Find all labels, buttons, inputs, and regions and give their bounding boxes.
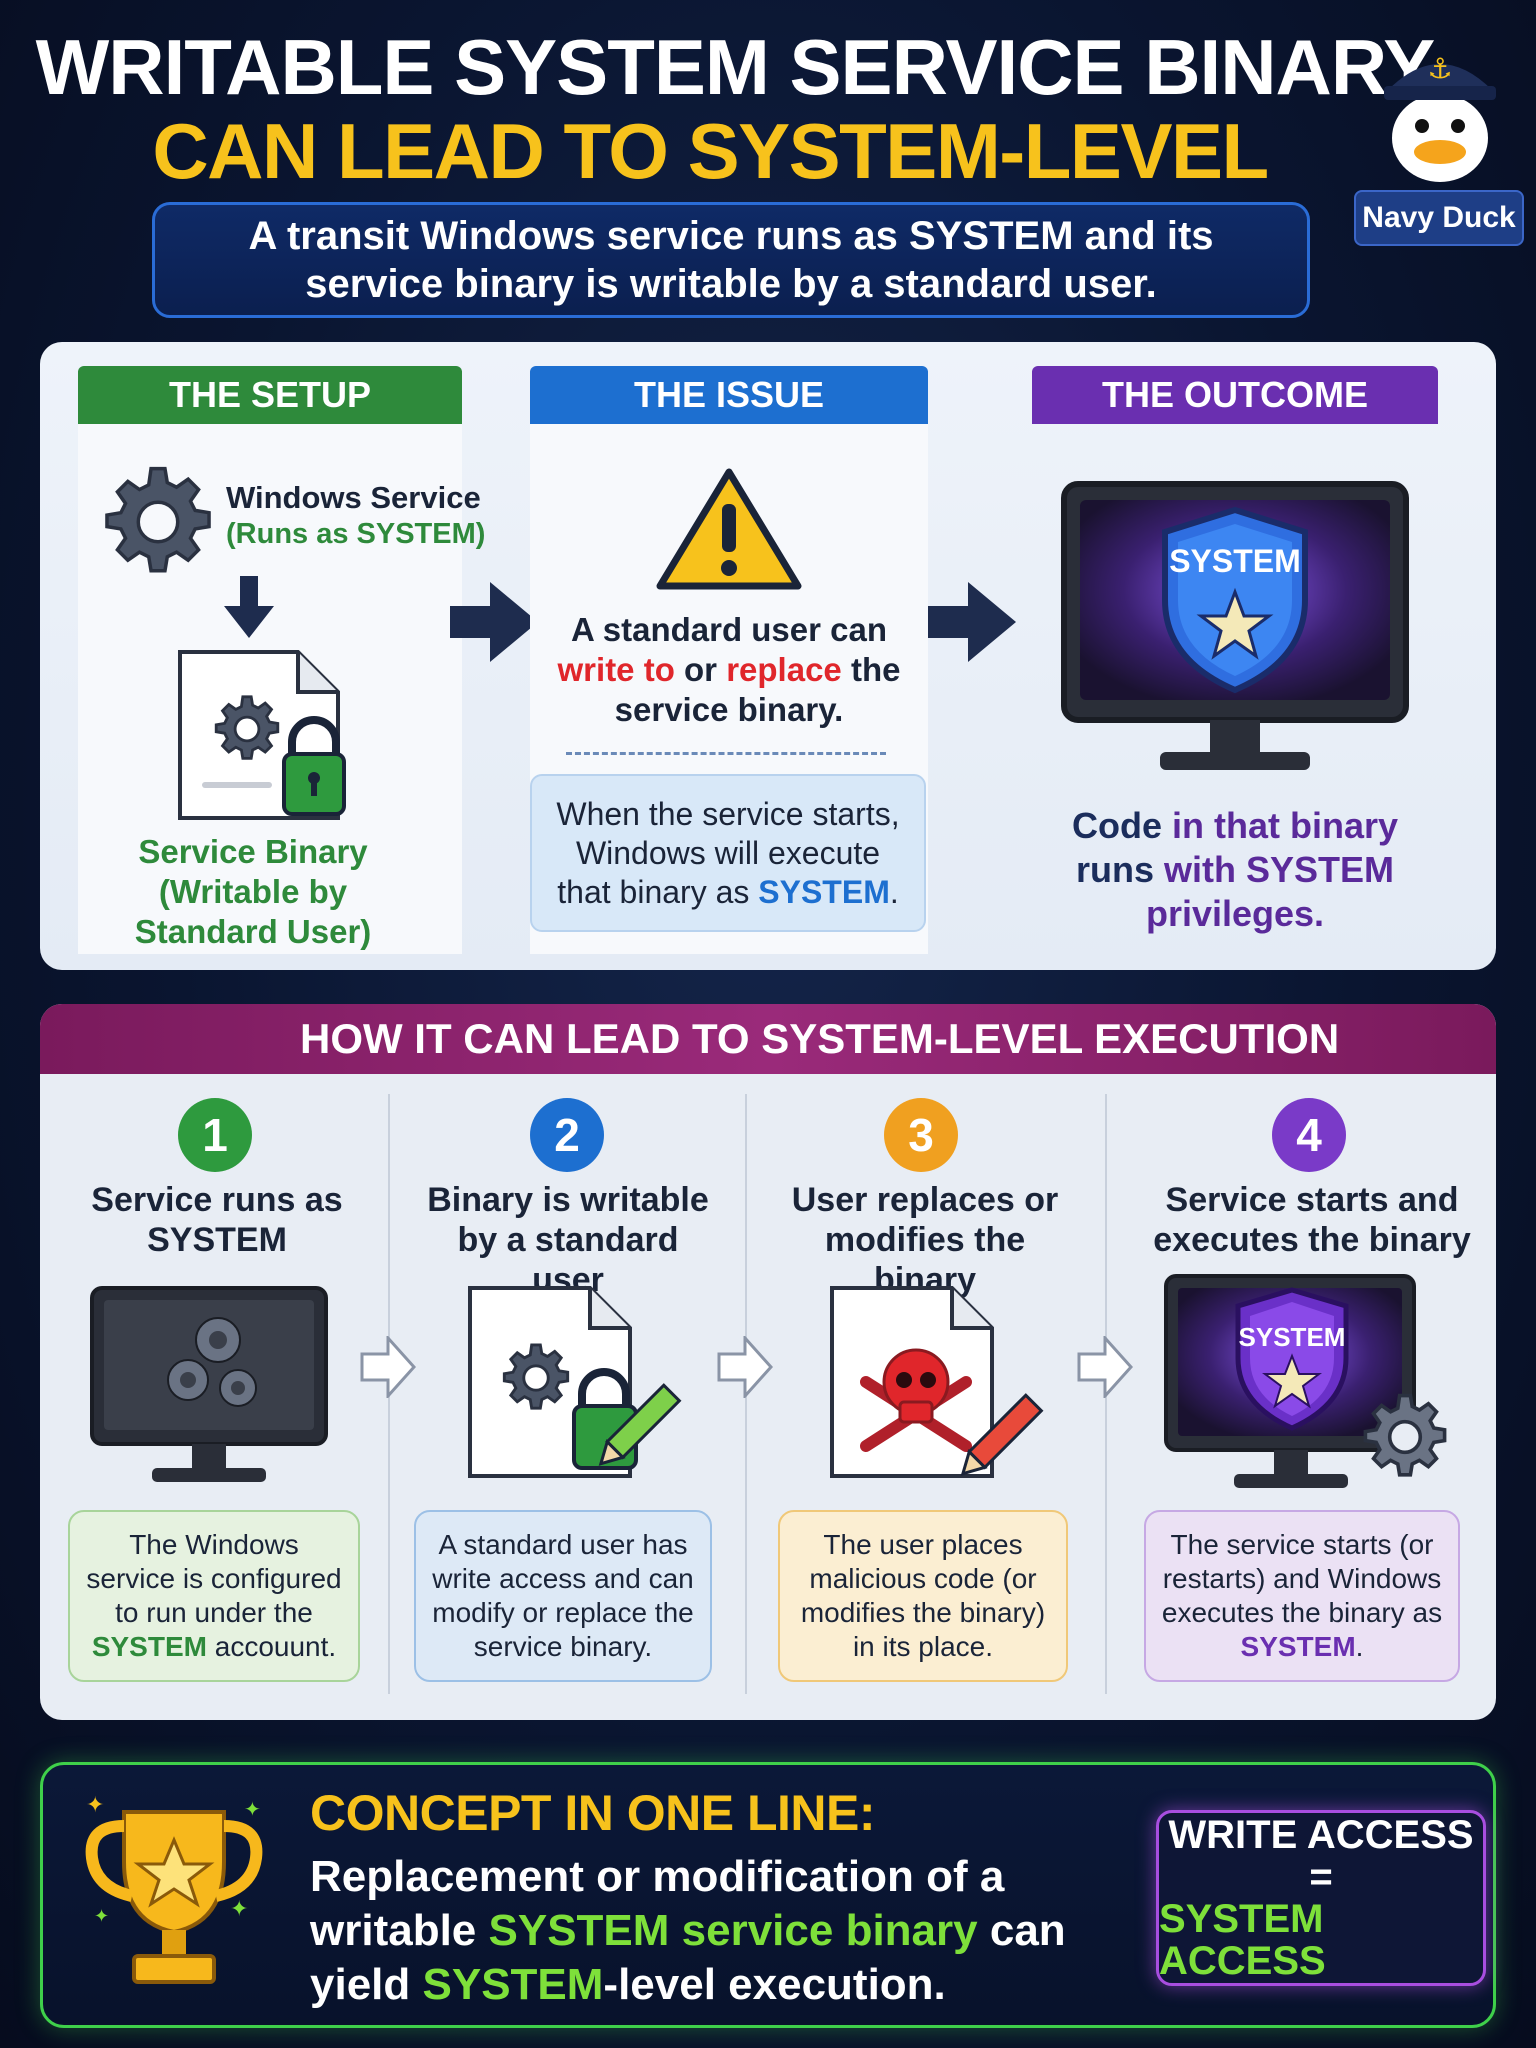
issue-text: A standard user can write to or replace … bbox=[540, 610, 918, 730]
monitor-gears-icon bbox=[90, 1286, 328, 1482]
outcome-text-code: Code bbox=[1071, 805, 1162, 846]
issue-text-a: A standard user can bbox=[570, 611, 888, 648]
outcome-text-with: with bbox=[1153, 849, 1246, 890]
file-lock-pencil-icon bbox=[468, 1286, 682, 1478]
trophy-icon: ✦ ✦ ✦ ✦ bbox=[85, 1793, 263, 1984]
arrow-right-outline-icon bbox=[717, 1336, 773, 1398]
issue-text-or: or bbox=[674, 651, 727, 688]
issue-divider bbox=[566, 752, 886, 755]
concept-text-b: can yield bbox=[310, 1906, 1066, 2009]
issue-note-system: SYSTEM bbox=[758, 873, 890, 910]
step-desc-1: The Windows service is configured to run… bbox=[68, 1510, 360, 1682]
outcome-text-privileges: privileges. bbox=[1145, 893, 1325, 934]
issue-note-end: . bbox=[889, 873, 899, 910]
how-heading: HOW IT CAN LEAD TO SYSTEM-LEVEL EXECUTIO… bbox=[40, 1004, 1496, 1074]
outcome-heading: THE OUTCOME bbox=[1032, 366, 1438, 424]
step-title-1: Service runs as SYSTEM bbox=[91, 1181, 343, 1259]
monitor-shield-icon bbox=[1061, 481, 1409, 770]
gear-icon bbox=[105, 466, 211, 573]
issue-note-text: When the service starts, Windows will ex… bbox=[556, 795, 900, 910]
equation-bottom: SYSTEM ACCESS bbox=[1159, 1897, 1326, 1983]
issue-text-write: write to bbox=[557, 651, 675, 688]
svg-text:⚓: ⚓ bbox=[1427, 52, 1452, 85]
step-number-2: 2 bbox=[530, 1098, 604, 1172]
subtitle-text: A transit Windows service runs as SYSTEM… bbox=[248, 214, 1214, 306]
duck-mascot-icon: ⚓ bbox=[1384, 52, 1496, 182]
warning-icon bbox=[656, 468, 802, 590]
step-desc-3: The user places malicious code (or modif… bbox=[778, 1510, 1068, 1682]
svg-text:✦: ✦ bbox=[230, 1897, 248, 1922]
step4-shield-label: SYSTEM bbox=[1238, 1322, 1346, 1352]
step-desc-4-text: The service starts (or restarts) and Win… bbox=[1161, 1529, 1443, 1628]
svg-text:✦: ✦ bbox=[94, 1906, 109, 1927]
service-sublabel: (Runs as SYSTEM) bbox=[226, 518, 486, 550]
step-number-3: 3 bbox=[884, 1098, 958, 1172]
equation-top: WRITE ACCESS bbox=[1168, 1813, 1474, 1857]
step-title-4: Service starts and executes the binary bbox=[1153, 1181, 1471, 1259]
concept-text-a: Replacement or modification of a writabl… bbox=[310, 1852, 1005, 1955]
step-desc-4-end: . bbox=[1355, 1631, 1364, 1662]
step-desc-2-text: A standard user has write access and can… bbox=[432, 1529, 694, 1662]
equation-equals: = bbox=[1309, 1855, 1333, 1899]
equation-box: WRITE ACCESS = SYSTEM ACCESS bbox=[1156, 1810, 1486, 1986]
file-lock-icon bbox=[178, 650, 346, 820]
issue-heading: THE ISSUE bbox=[530, 366, 928, 424]
step-number-4: 4 bbox=[1272, 1098, 1346, 1172]
step-desc-2: A standard user has write access and can… bbox=[414, 1510, 712, 1682]
binary-label: Service Binary (Writable by Standard Use… bbox=[134, 833, 372, 950]
monitor-shield-gear-icon bbox=[1164, 1274, 1447, 1488]
arrow-right-outline-icon bbox=[360, 1336, 416, 1398]
arrow-right-outline-icon bbox=[1077, 1336, 1133, 1398]
concept-text: Replacement or modification of a writabl… bbox=[310, 1850, 1130, 2012]
outcome-shield-label: SYSTEM bbox=[1169, 543, 1301, 579]
brand-badge: Navy Duck bbox=[1354, 190, 1524, 246]
arrow-down-icon bbox=[224, 576, 274, 638]
step-desc-4: The service starts (or restarts) and Win… bbox=[1144, 1510, 1460, 1682]
arrow-right-icon bbox=[450, 582, 538, 662]
svg-text:✦: ✦ bbox=[86, 1793, 104, 1818]
outcome-text-runs: runs bbox=[1075, 849, 1154, 890]
svg-text:✦: ✦ bbox=[244, 1797, 261, 1821]
setup-heading: THE SETUP bbox=[78, 366, 462, 424]
issue-text-replace: replace bbox=[726, 651, 842, 688]
outcome-text-system: SYSTEM bbox=[1245, 849, 1395, 890]
step-number-1: 1 bbox=[178, 1098, 252, 1172]
page-title-line1: WRITABLE SYSTEM SERVICE BINARY bbox=[35, 23, 1436, 111]
concept-heading: CONCEPT IN ONE LINE: bbox=[310, 1785, 876, 1841]
issue-note: When the service starts, Windows will ex… bbox=[530, 774, 926, 932]
concept-highlight-1: SYSTEM service binary bbox=[488, 1906, 978, 1955]
outcome-text-in: in that binary bbox=[1161, 805, 1399, 846]
arrow-right-icon bbox=[928, 582, 1016, 662]
step-desc-1-text: The Windows service is configured to run… bbox=[86, 1529, 342, 1628]
step-desc-1-highlight: SYSTEM bbox=[91, 1631, 207, 1662]
subtitle-box: A transit Windows service runs as SYSTEM… bbox=[152, 202, 1310, 318]
step-desc-1-end: accouunt. bbox=[206, 1631, 337, 1662]
issue-text-b: the service binary. bbox=[614, 651, 901, 728]
concept-text-c: -level execution. bbox=[603, 1960, 946, 2009]
step-desc-4-highlight: SYSTEM bbox=[1240, 1631, 1356, 1662]
file-skull-pencil-icon bbox=[830, 1286, 1044, 1478]
service-label: Windows Service bbox=[226, 480, 481, 515]
step-title-3: User replaces or modifies the binary bbox=[791, 1181, 1059, 1299]
step-desc-3-text: The user places malicious code (or modif… bbox=[800, 1529, 1046, 1662]
concept-highlight-2: SYSTEM bbox=[422, 1960, 604, 2009]
